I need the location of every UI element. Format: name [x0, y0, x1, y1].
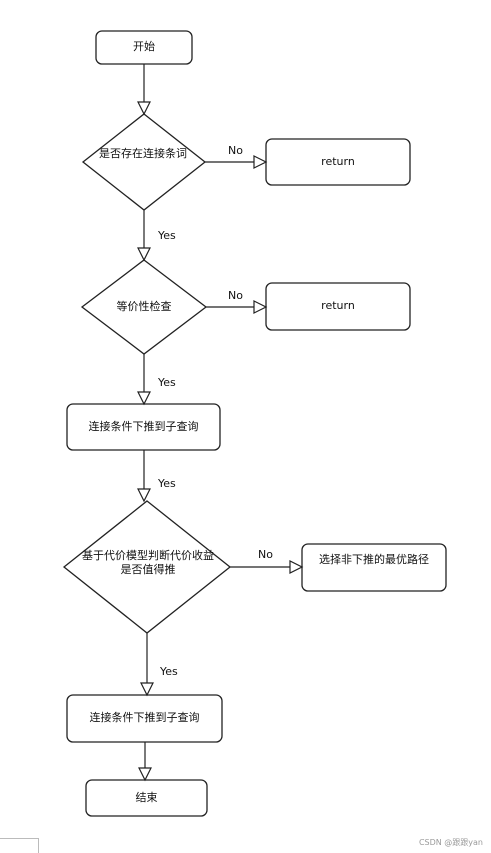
edge-label-yes-1: Yes — [158, 229, 176, 242]
arrowhead — [137, 391, 151, 406]
decision-connect — [81, 113, 207, 211]
pushdown-label-1: 连接条件下推到子查询 — [88, 420, 199, 433]
return-label-1: return — [321, 155, 355, 168]
alt-path-node — [301, 543, 447, 592]
alt-path-label: 选择非下推的最优路径 — [319, 553, 429, 566]
pushdown-label-2: 连接条件下推到子查询 — [89, 711, 200, 724]
decision-cost-label: 基于代价模型判断代价收益是否值得推 — [82, 549, 214, 576]
end-node — [85, 779, 208, 817]
arrowhead — [140, 682, 154, 697]
edge-label-no-1: No — [228, 144, 243, 157]
arrowhead — [137, 101, 151, 116]
end-label: 结束 — [135, 791, 158, 804]
arrowhead — [253, 300, 268, 314]
arrowhead — [137, 247, 151, 262]
arrowhead — [137, 488, 151, 503]
decision-equiv-label: 等价性检查 — [116, 300, 172, 313]
edge-label-no-2: No — [228, 289, 243, 302]
edge-label-yes-3: Yes — [158, 477, 176, 490]
edge-label-yes-4: Yes — [160, 665, 178, 678]
start-label: 开始 — [133, 40, 155, 53]
edge-label-no-3: No — [258, 548, 273, 561]
decision-connect-label: 是否存在连接条词 — [99, 147, 187, 160]
watermark: CSDN @跟跟yan — [418, 838, 483, 847]
arrowhead — [138, 767, 152, 782]
arrowhead — [253, 155, 268, 169]
edge-label-yes-2: Yes — [158, 376, 176, 389]
arrowhead — [289, 560, 304, 574]
return-label-2: return — [321, 299, 355, 312]
corner-box — [0, 838, 39, 853]
